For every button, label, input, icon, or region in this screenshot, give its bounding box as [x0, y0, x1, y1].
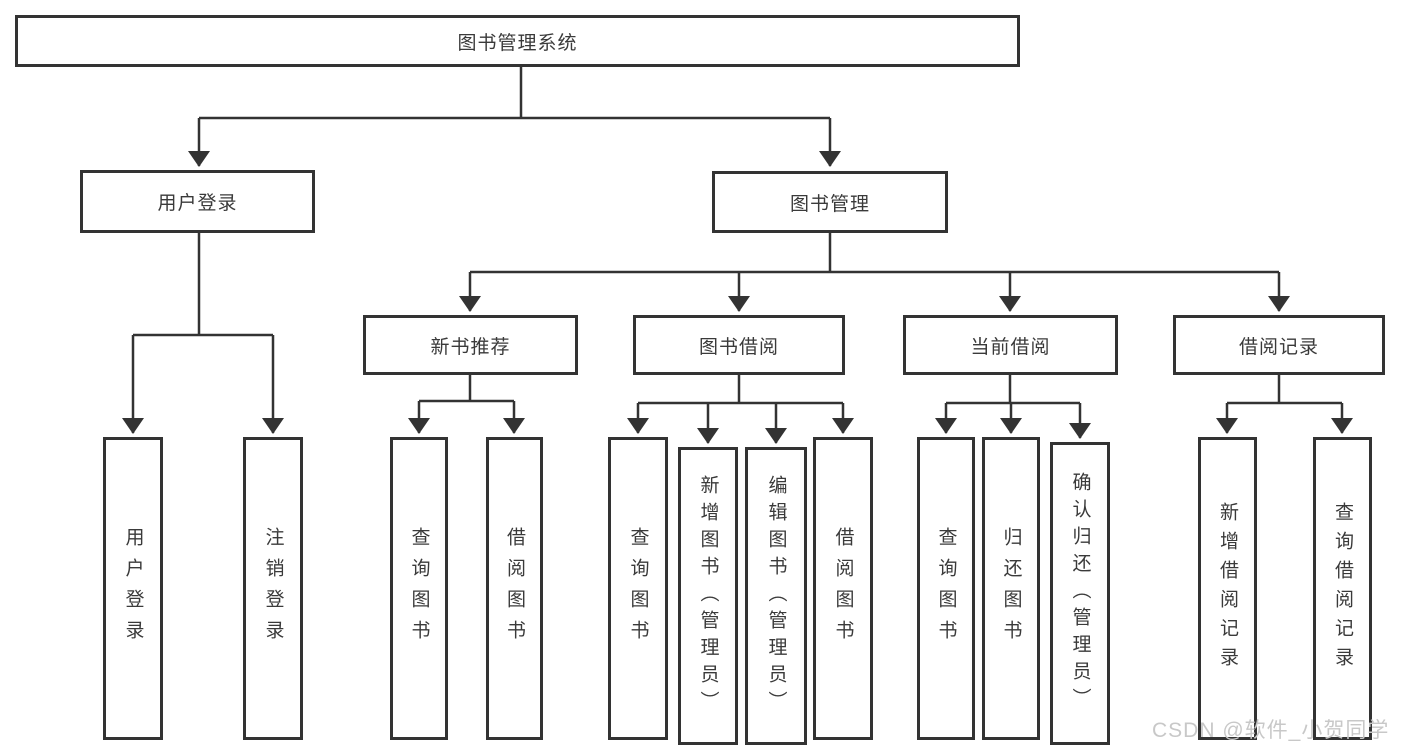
leaf-records-query-record: 查询借阅记录: [1313, 437, 1372, 740]
leaf-records-add-record: 新增借阅记录: [1198, 437, 1257, 740]
leaf-current-query-books: 查询图书: [917, 437, 975, 740]
csdn-watermark: CSDN @软件_小贺同学: [1152, 719, 1390, 742]
node-book-borrow: 图书借阅: [633, 315, 845, 375]
leaf-borrow-edit-books-admin: 编辑图书（管理员）: [745, 447, 807, 745]
node-current-borrow: 当前借阅: [903, 315, 1118, 375]
leaf-borrow-add-books-admin: 新增图书（管理员）: [678, 447, 738, 745]
leaf-user-login: 用户登录: [103, 437, 163, 740]
node-new-book-recommend: 新书推荐: [363, 315, 578, 375]
leaf-borrow-borrow-books: 借阅图书: [813, 437, 873, 740]
leaf-recommend-query-books: 查询图书: [390, 437, 448, 740]
leaf-current-confirm-return-admin: 确认归还（管理员）: [1050, 442, 1110, 745]
leaf-current-return-books: 归还图书: [982, 437, 1040, 740]
leaf-recommend-borrow-books: 借阅图书: [486, 437, 543, 740]
leaf-borrow-query-books: 查询图书: [608, 437, 668, 740]
node-book-management: 图书管理: [712, 171, 948, 233]
node-root-system: 图书管理系统: [15, 15, 1020, 67]
node-user-login: 用户登录: [80, 170, 315, 233]
leaf-logout: 注销登录: [243, 437, 303, 740]
node-borrow-records: 借阅记录: [1173, 315, 1385, 375]
